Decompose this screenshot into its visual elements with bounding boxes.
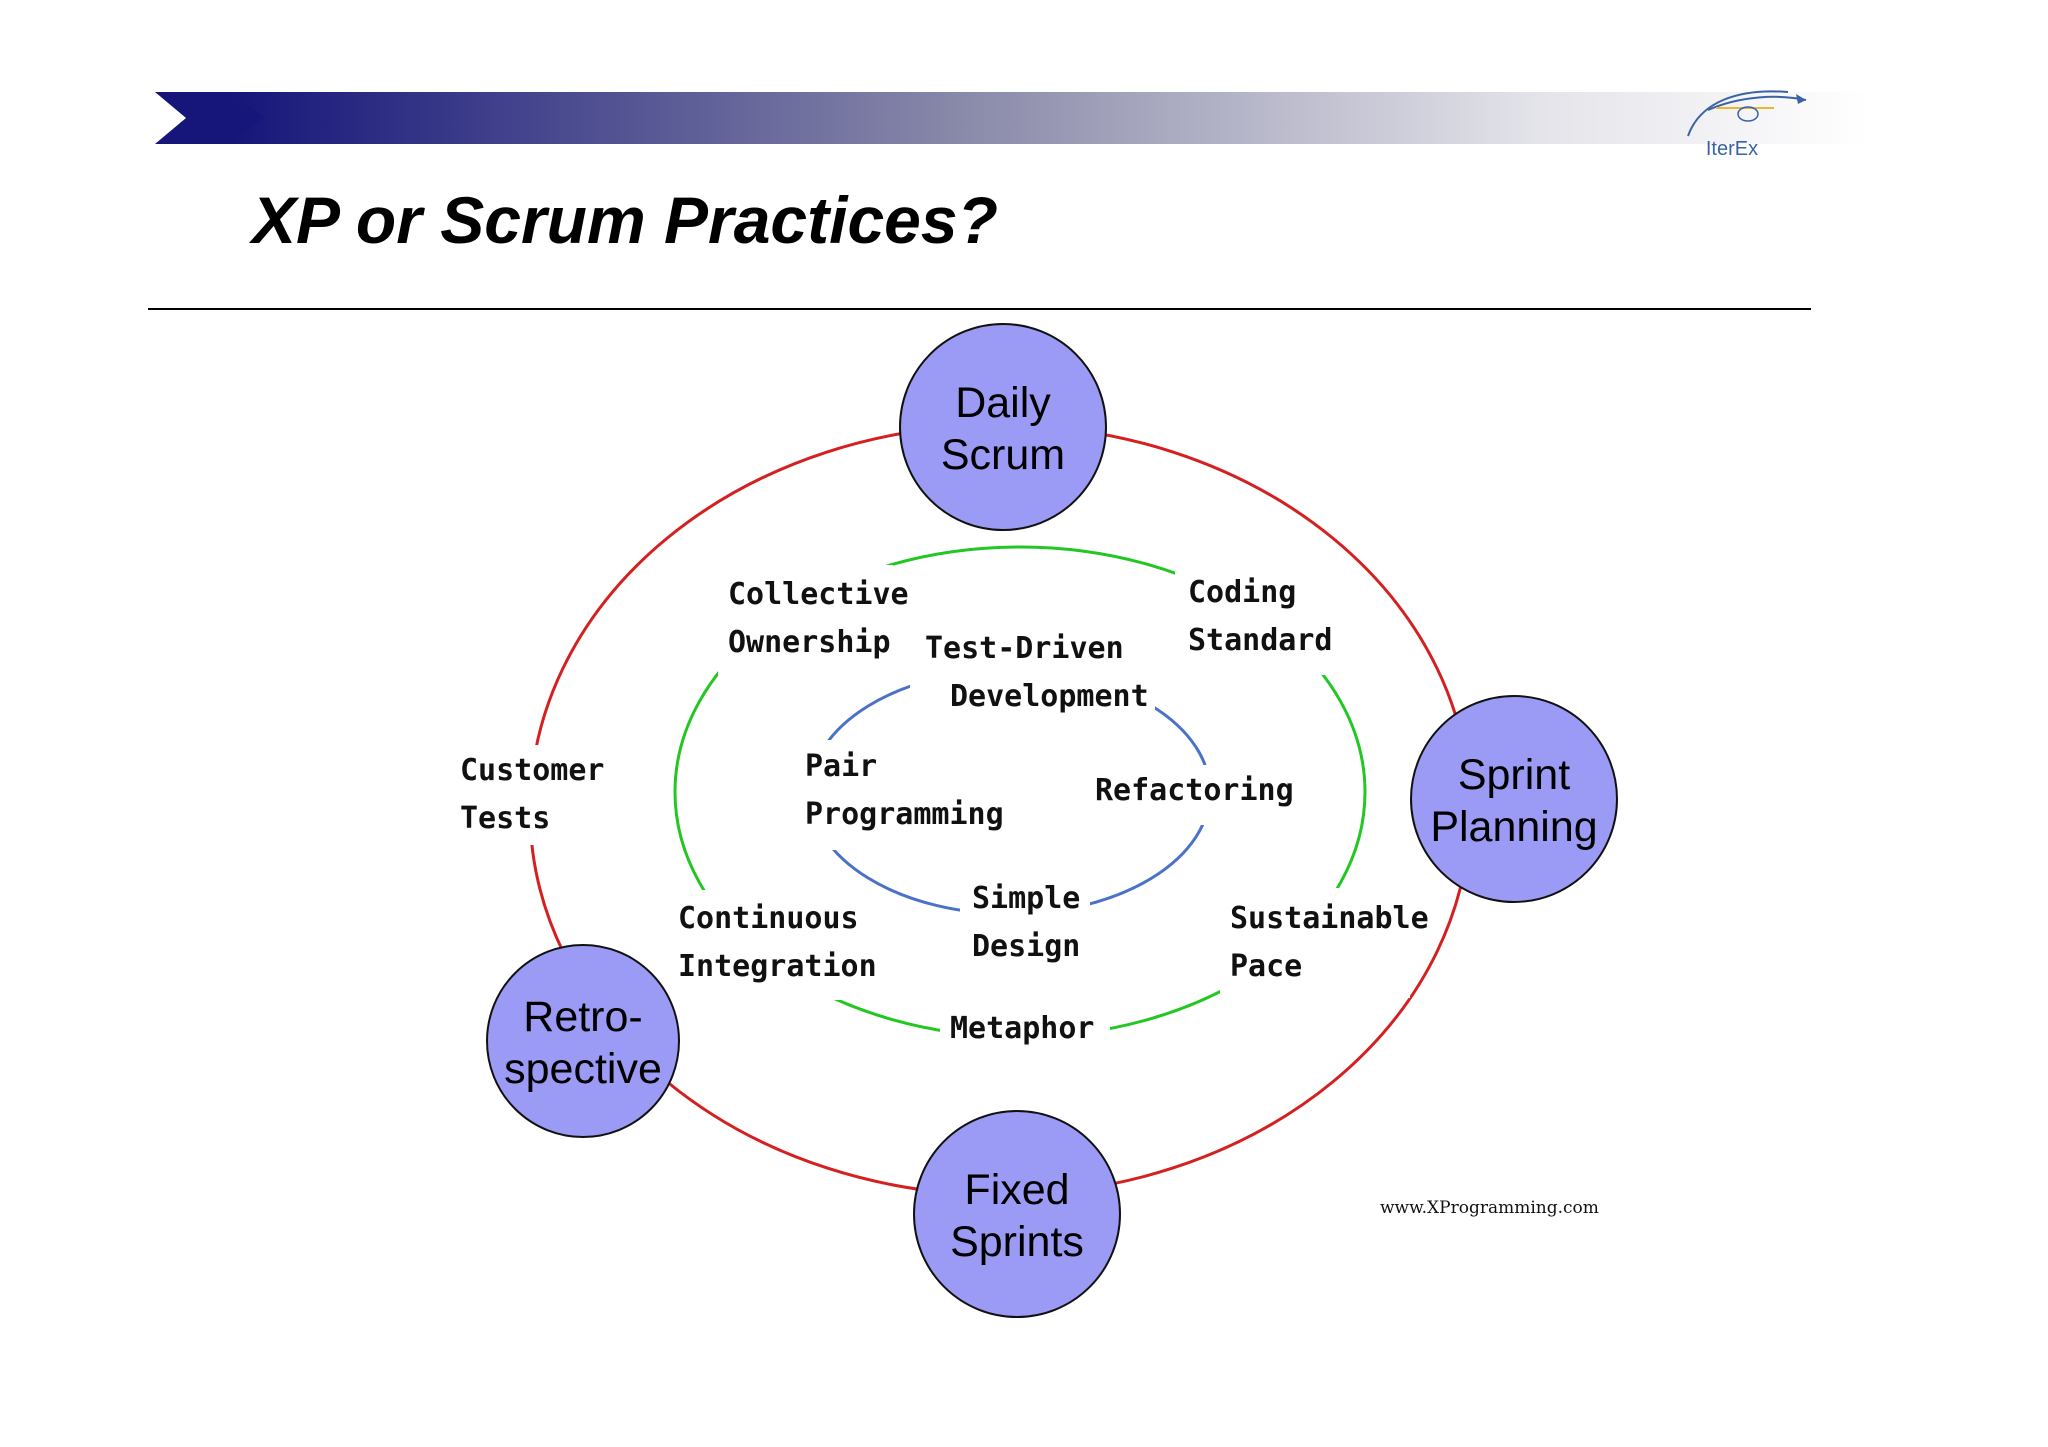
scrum-circle-fixed-sprints: Fixed Sprints (913, 1110, 1121, 1318)
coding-standard-label-line1: Coding (1188, 575, 1296, 610)
daily-scrum-line2: Scrum (941, 431, 1065, 479)
scrum-circle-daily-scrum: Daily Scrum (899, 323, 1107, 531)
banner-chevron-icon (155, 92, 265, 144)
sprint-planning-line1: Sprint (1458, 751, 1570, 799)
customer-tests-label-line2: Tests (460, 801, 550, 836)
iterex-logo-text: IterEx (1705, 138, 1759, 160)
daily-scrum-line1: Daily (955, 379, 1051, 427)
sustainable-pace-label-line1: Sustainable (1230, 901, 1429, 936)
core-practices: Test-Driven Development Pair Programming… (805, 631, 1294, 964)
simple-design-label-line2: Design (972, 929, 1080, 964)
retrospective-line2: spective (504, 1045, 662, 1093)
metaphor-label: Metaphor (950, 1011, 1095, 1046)
label-masks (450, 565, 1410, 1055)
banner-gradient-bar (228, 92, 1870, 144)
continuous-integration-label-line1: Continuous (678, 901, 859, 936)
pair-programming-label-line1: Pair (805, 749, 877, 784)
sprint-planning-line2: Planning (1430, 803, 1597, 851)
tdd-label-line2: Development (950, 679, 1149, 714)
retrospective-line1: Retro- (523, 993, 642, 1041)
page-title: XP or Scrum Practices? (252, 183, 998, 257)
continuous-integration-label-line2: Integration (678, 949, 877, 984)
coding-standard-label-line2: Standard (1188, 623, 1333, 658)
source-credit: www.XProgramming.com (1380, 1198, 1599, 1218)
sustainable-pace-label-line2: Pace (1230, 949, 1302, 984)
pair-programming-label-line2: Programming (805, 797, 1004, 832)
outer-practices: Customer Tests (460, 753, 605, 836)
simple-design-label-line1: Simple (972, 881, 1080, 916)
title-divider (148, 308, 1811, 310)
collective-ownership-label-line1: Collective (728, 577, 909, 612)
scrum-circle-sprint-planning: Sprint Planning (1410, 695, 1618, 903)
customer-tests-label-line1: Customer (460, 753, 605, 788)
iterex-logo-icon (1687, 90, 1807, 137)
header-banner (155, 90, 1870, 144)
fixed-sprints-line2: Sprints (950, 1218, 1084, 1266)
fixed-sprints-line1: Fixed (964, 1166, 1069, 1214)
collective-ownership-label-line2: Ownership (728, 625, 891, 660)
refactoring-label: Refactoring (1095, 773, 1294, 808)
team-practices: Collective Ownership Coding Standard Sus… (678, 575, 1429, 1046)
tdd-label-line1: Test-Driven (925, 631, 1124, 666)
scrum-circle-retrospective: Retro- spective (486, 944, 680, 1138)
